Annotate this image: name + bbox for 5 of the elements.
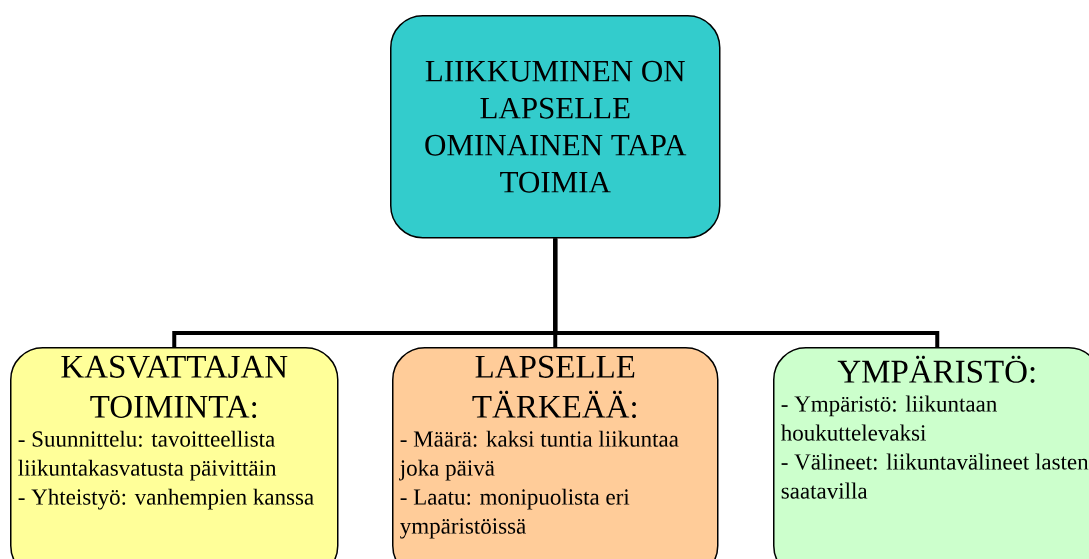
rounded-box: LIIKKUMINEN ON LAPSELLE OMINAINEN TAPA TOIMIA	[390, 15, 721, 239]
connector-line	[553, 238, 940, 347]
rounded-box: LAPSELLE TÄRKEÄÄ: - Määrä: kaksi tuntia liikuntaa joka päivä - Laatu: monipuolista eri ympäristöissä	[392, 347, 719, 559]
rounded-box: KASVATTAJAN TOIMINTA: - Suunnittelu: tavoitteellista liikuntakasvatusta päivittäin - Yhteistyö: vanhempien kanssa	[10, 347, 339, 559]
rounded-box: YMPÄRISTÖ: - Ympäristö: liikuntaan houkuttelevaksi - Välineet: liikuntavälineet lasten saatavilla	[773, 347, 1089, 559]
